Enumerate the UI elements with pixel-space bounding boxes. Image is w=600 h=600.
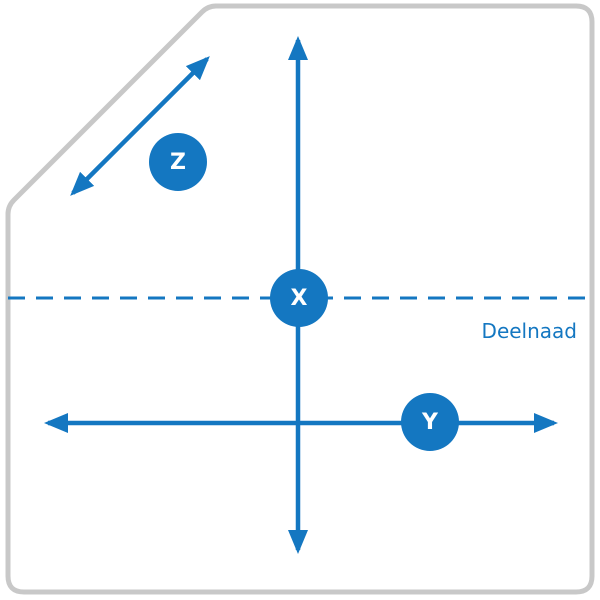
y-badge: Y xyxy=(401,393,459,451)
z-axis-arrow xyxy=(70,56,210,196)
x-label: X xyxy=(291,286,308,311)
z-label: Z xyxy=(170,150,186,175)
y-label: Y xyxy=(421,410,439,435)
z-badge: Z xyxy=(149,133,207,191)
x-badge: X xyxy=(270,269,328,327)
x-badge-circle xyxy=(270,269,328,327)
seam-label: Deelnaad xyxy=(482,319,577,343)
y-badge-circle xyxy=(401,393,459,451)
z-badge-circle xyxy=(149,133,207,191)
